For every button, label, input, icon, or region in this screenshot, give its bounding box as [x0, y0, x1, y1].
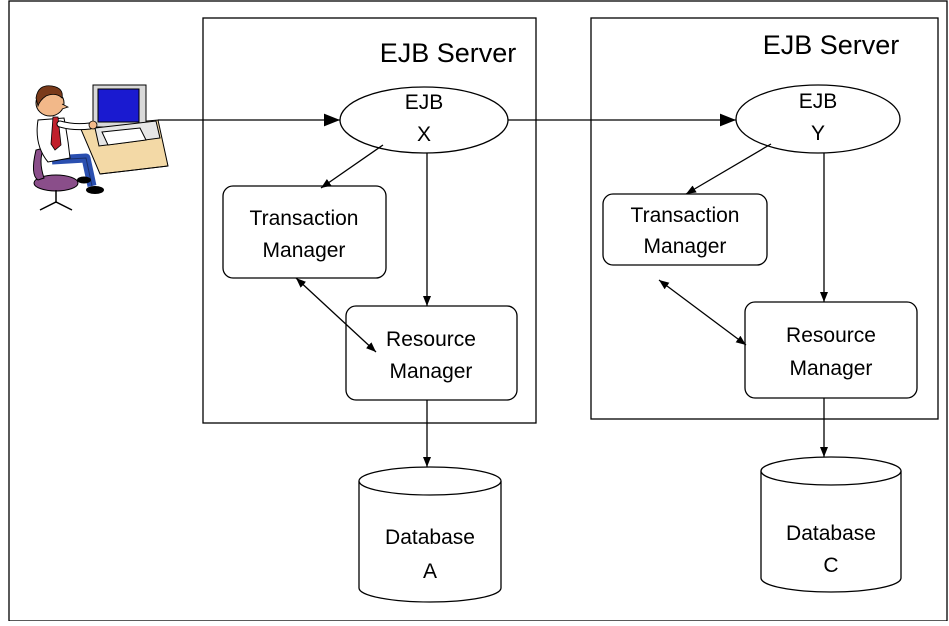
database-a-line1: Database	[385, 526, 475, 549]
transaction-manager-1-line2: Manager	[263, 239, 346, 262]
database-a: Database A	[358, 466, 502, 603]
resource-manager-2-line2: Manager	[790, 357, 873, 380]
ejb-y-node: EJB Y	[735, 84, 901, 154]
ejb-server-2: EJB Server EJB Y Transaction Manager Res…	[590, 17, 939, 420]
ejb-y-label-line2: Y	[811, 122, 825, 145]
database-a-line2: A	[423, 560, 437, 583]
transaction-manager-1: Transaction Manager	[222, 185, 387, 279]
database-c-line2: C	[823, 554, 838, 577]
arrow-transaction-manager-resource-manager-1	[295, 277, 377, 353]
user-at-computer-icon	[32, 84, 169, 211]
resource-manager-1-line1: Resource	[386, 328, 476, 351]
server-1-title: EJB Server	[380, 38, 517, 68]
resource-manager-1-line2: Manager	[390, 360, 473, 383]
arrow-ejb-y-to-transaction-manager	[685, 143, 772, 195]
transaction-manager-2: Transaction Manager	[602, 193, 768, 266]
ejb-server-1: EJB Server EJB X Transaction Manager Res…	[202, 17, 537, 424]
database-c-line1: Database	[786, 522, 876, 545]
ejb-x-label-line1: EJB	[405, 91, 444, 114]
resource-manager-2-line1: Resource	[786, 324, 876, 347]
arrow-transaction-manager-resource-manager-2	[658, 279, 747, 346]
transaction-manager-2-line1: Transaction	[631, 204, 740, 227]
resource-manager-2: Resource Manager	[744, 301, 918, 399]
database-c: Database C	[760, 456, 902, 593]
arrow-ejb-x-to-transaction-manager	[320, 144, 384, 189]
resource-manager-1: Resource Manager	[345, 305, 518, 401]
transaction-manager-2-line2: Manager	[644, 235, 727, 258]
server-2-box	[590, 17, 939, 420]
ejb-y-label-line1: EJB	[799, 90, 838, 113]
ejb-x-node: EJB X	[339, 86, 509, 154]
server-2-title: EJB Server	[763, 30, 900, 60]
transaction-manager-1-line1: Transaction	[250, 207, 359, 230]
ejb-x-label-line2: X	[417, 123, 431, 146]
server-1-box	[202, 17, 537, 424]
